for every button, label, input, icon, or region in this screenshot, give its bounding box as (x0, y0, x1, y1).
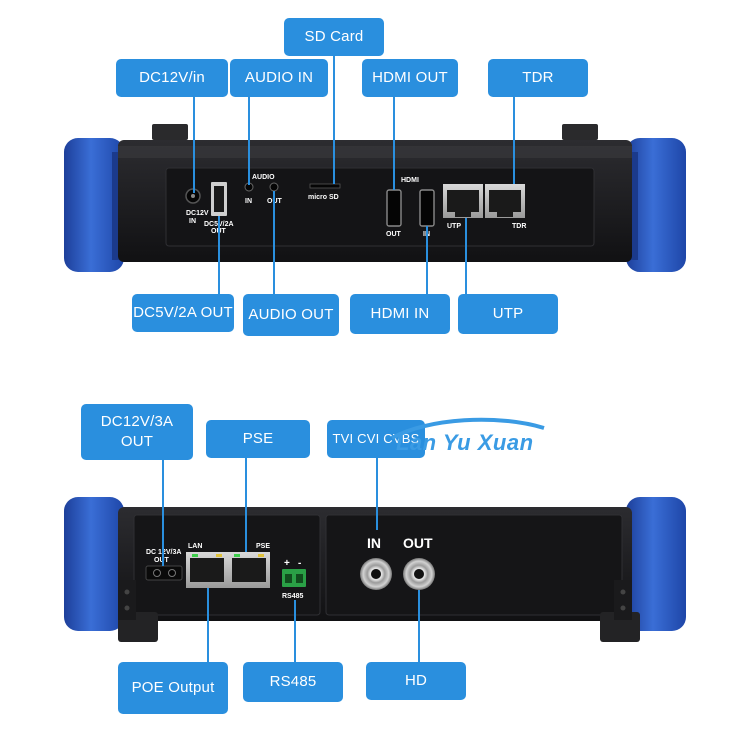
callout-utp-label: UTP (492, 305, 524, 322)
bottom-bumper-left (64, 497, 124, 631)
leader-dc5v-out (218, 216, 220, 294)
hdmi-in-port-icon (419, 189, 435, 227)
callout-audio-in: AUDIO IN (230, 59, 328, 97)
callout-dc12v-3a-label: DC12V/3A (100, 413, 174, 430)
silk-rs485: RS485 (282, 593, 304, 600)
bottom-bumper-right (626, 497, 686, 631)
silk-microsd: micro SD (308, 194, 339, 201)
callout-audio-out: AUDIO OUT (243, 294, 339, 336)
silk-audio-in: IN (245, 198, 252, 205)
leader-hdmi-out (393, 96, 395, 190)
callout-rs485: RS485 (243, 662, 343, 702)
leader-audio-out (273, 191, 275, 294)
leader-dc12v-3a-out (162, 459, 164, 566)
silk-utp: UTP (447, 223, 461, 230)
callout-sd-card: SD Card (284, 18, 384, 56)
top-bumper-right (626, 138, 686, 272)
top-hinge-left (152, 124, 188, 140)
silk-hdmi-out: OUT (386, 231, 402, 238)
leader-tvi-cvi-cvbs (376, 458, 378, 530)
callout-audio-out-label: AUDIO OUT (248, 306, 334, 323)
silk-hdmi: HDMI (401, 177, 419, 184)
callout-tdr-label: TDR (522, 69, 554, 86)
callout-pse-label: PSE (242, 430, 274, 447)
leader-sd-card (333, 56, 335, 184)
callout-utp: UTP (458, 294, 558, 334)
callout-tvi-cvi-cvbs: TVI CVI CVBS (327, 420, 425, 458)
leader-audio-in (248, 95, 250, 185)
leader-tdr (513, 96, 515, 184)
callout-dc12v-3a-out: DC12V/3A OUT (81, 404, 193, 460)
top-hinge-right (562, 124, 598, 140)
callout-pse: PSE (206, 420, 310, 458)
leader-hdmi-in (426, 226, 428, 294)
silk-pse: PSE (256, 543, 270, 550)
silk-audio: AUDIO (252, 174, 275, 181)
watermark-text: Lan Yu Xuan (396, 430, 534, 455)
callout-hd: HD (366, 662, 466, 700)
watermark-logo: Lan Yu Xuan (391, 417, 545, 456)
callout-tdr: TDR (488, 59, 588, 97)
bottom-device: DC 12V/3A OUT LAN PSE + - RS485 IN OUT (64, 497, 686, 642)
callout-dc5v-out: DC5V/2A OUT (132, 294, 234, 332)
silk-bnc-in: IN (367, 535, 381, 551)
callout-hd-label: HD (404, 672, 428, 689)
top-device: DC12V IN DC5V/2A OUT AUDIO IN OUT micro … (64, 124, 686, 272)
callout-hdmi-in-label: HDMI IN (370, 305, 430, 322)
silk-dc-out: OUT (154, 557, 170, 564)
callout-hdmi-out: HDMI OUT (362, 59, 458, 97)
hdmi-out-port-icon (386, 189, 402, 227)
leader-hd (418, 590, 420, 662)
dc-out-jack-icon (153, 569, 161, 577)
silk-minus: - (298, 558, 301, 569)
callout-dc12v-out-label: OUT (120, 433, 154, 450)
silk-tdr: TDR (512, 223, 526, 230)
callout-dc5v-out-label: DC5V/2A OUT (133, 304, 233, 321)
callout-poe-output: POE Output (118, 662, 228, 714)
callout-hdmi-out-label: HDMI OUT (372, 69, 448, 86)
silk-plus: + (284, 558, 290, 569)
callout-sd-card-label: SD Card (304, 28, 364, 45)
leader-utp (465, 218, 467, 294)
top-bumper-left (64, 138, 124, 272)
callout-dc12v-in-label: DC12V/in (139, 69, 205, 86)
silk-bnc-out: OUT (403, 535, 433, 551)
silk-dc12v: DC12V (186, 210, 209, 217)
silk-lan: LAN (188, 543, 202, 550)
callout-hdmi-in: HDMI IN (350, 294, 450, 334)
leader-dc12v-in (193, 95, 195, 193)
callout-rs485-label: RS485 (269, 673, 317, 690)
leader-poe-output (207, 588, 209, 662)
silk-in: IN (189, 218, 196, 225)
leader-pse (245, 458, 247, 552)
callout-audio-in-label: AUDIO IN (244, 69, 314, 86)
audio-out-jack-icon (269, 182, 279, 192)
microsd-slot-icon (309, 183, 341, 189)
watermark-swoosh-icon (391, 417, 545, 440)
callout-poe-output-label: POE Output (131, 679, 215, 696)
leader-rs485 (294, 600, 296, 662)
callout-dc12v-in: DC12V/in (116, 59, 228, 97)
